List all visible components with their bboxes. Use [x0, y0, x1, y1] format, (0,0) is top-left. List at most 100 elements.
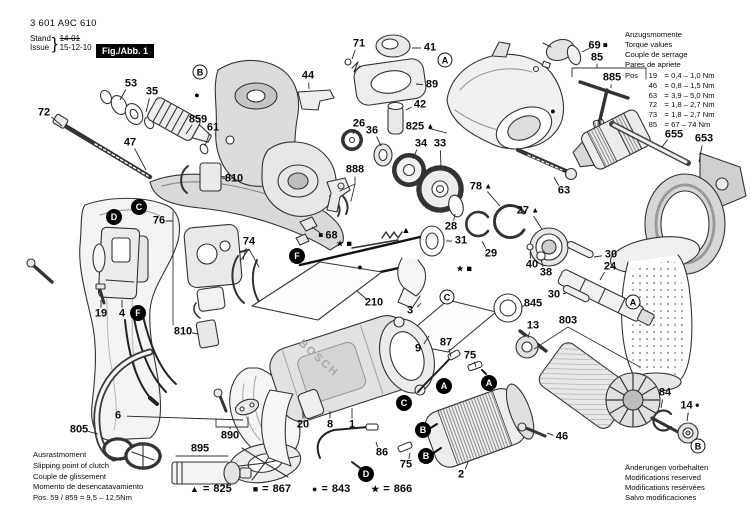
- part-46-screw: [517, 422, 547, 438]
- part-89-cover: [353, 58, 427, 106]
- part-callout-19: 19: [94, 307, 108, 320]
- reference-letter-F: F: [289, 248, 305, 264]
- torque-teq: =: [664, 80, 669, 90]
- part-69-cap: [532, 38, 582, 73]
- part-callout-53: 53: [125, 78, 137, 90]
- part-callout-26: 26: [353, 118, 365, 130]
- legend-part-number: 825: [213, 483, 232, 495]
- clutch-discs: [102, 437, 162, 470]
- part-825-gear-housing: [446, 41, 565, 150]
- part-number-label: 44: [301, 69, 315, 82]
- torque-pos-label: Pos: [625, 71, 639, 80]
- part-890-set: [213, 388, 260, 428]
- modifications-note-line: Modifications resérvées: [625, 483, 705, 492]
- clutch-note-line: Momento de desencatavamiento: [33, 482, 144, 492]
- part-callout-44: 44: [301, 69, 315, 82]
- part-36-roller: [373, 143, 393, 167]
- part-callout-68: ■ 68: [318, 229, 338, 242]
- part-number-label: 41: [423, 41, 437, 54]
- symbol-legend: ▲=825■=867●=843★=866: [190, 483, 412, 495]
- legend-equals: =: [321, 483, 328, 495]
- variant-marker: ●: [357, 262, 363, 272]
- part-callout-655: 655: [665, 129, 683, 141]
- issue-label: Issue: [30, 43, 50, 52]
- part-42-button: [387, 101, 404, 135]
- reference-letter-F: F: [130, 305, 146, 321]
- part-210-panel: [251, 261, 383, 321]
- part-number-label: 71: [352, 37, 366, 50]
- part-callout-29: 29: [484, 247, 498, 260]
- part-callout-30: 30: [548, 289, 560, 301]
- part-number-label: 76: [152, 214, 166, 227]
- part-1-motor-housing: BOSCH: [269, 315, 435, 422]
- torque-tval: 3,9 – 5,0 Nm: [671, 90, 715, 100]
- torque-teq: =: [664, 110, 669, 120]
- part-callout-38: 38: [540, 267, 552, 279]
- part-78-snap-ring: [493, 204, 526, 239]
- part-63-screw: [516, 148, 578, 181]
- part-number-label: 3: [406, 304, 414, 317]
- part-number-label: 1: [348, 418, 356, 431]
- part-callout-40: 40: [526, 259, 538, 271]
- part-callout-76: 76: [152, 214, 166, 227]
- part-number-label: 20: [296, 418, 310, 431]
- part-number-label: 61: [206, 121, 220, 134]
- torque-row: 72=1,8 – 2,7 Nm: [643, 100, 715, 110]
- part-4-switch: [92, 226, 141, 300]
- part-44-yoke: [297, 89, 335, 111]
- torque-teq: =: [664, 100, 669, 110]
- part-845-ring: [493, 293, 523, 323]
- part-number-label: 74: [242, 235, 256, 248]
- part-number-label: 8: [326, 418, 334, 431]
- legend-part-number: 843: [331, 483, 351, 495]
- callout-symbol: ■: [600, 40, 608, 50]
- brace-glyph: }: [51, 33, 58, 53]
- part-callout-9: 9: [415, 343, 421, 355]
- part-number-label: 2: [457, 468, 465, 481]
- part-number-label: 19: [94, 307, 108, 320]
- torque-row: 63 =3,9 – 5,0 Nm: [643, 90, 715, 101]
- torque-teq: =: [664, 119, 669, 129]
- part-callout-8: 8: [326, 418, 334, 431]
- document-part-number: 3 601 A9C 610: [30, 18, 97, 29]
- part-number-label: 859: [188, 113, 208, 126]
- variant-marker: ★ ■: [335, 238, 353, 249]
- part-callout-63: 63: [558, 185, 570, 197]
- part-gear-housing-shells: [214, 59, 349, 217]
- part-number-label: 75: [399, 458, 413, 471]
- variant-marker: ★ ■: [455, 263, 473, 274]
- part-handle-grip: [609, 236, 701, 392]
- reference-letter-C: C: [439, 289, 455, 305]
- part-callout-3: 3: [406, 304, 414, 317]
- reference-letter-D: D: [106, 209, 122, 225]
- part-callout-6: 6: [115, 410, 121, 422]
- torque-tval: 0,4 – 1,0 Nm: [671, 71, 715, 80]
- wire-86: [316, 423, 413, 469]
- part-number-label: 29: [484, 247, 498, 260]
- part-callout-810: 810: [174, 326, 192, 338]
- callout-symbol: ▲: [482, 181, 493, 191]
- torque-teq: =: [664, 90, 669, 100]
- reference-letter-C: C: [396, 395, 412, 411]
- part-callout-890: 890: [221, 430, 239, 442]
- part-number-label: 653: [694, 132, 714, 145]
- torque-row: 85=67 – 74 Nm: [643, 120, 714, 130]
- torque-tpos: 63: [648, 90, 658, 100]
- part-callout-42: 42: [414, 99, 426, 111]
- legend-item: ★=866: [371, 483, 412, 495]
- part-callout-28: 28: [445, 221, 457, 233]
- variant-marker: ●: [194, 90, 200, 100]
- part-callout-85: 85: [591, 52, 603, 64]
- part-callout-78: 78 ▲: [470, 181, 493, 193]
- part-number-label: 68: [325, 229, 338, 242]
- part-callout-810: 810: [225, 173, 243, 185]
- part-895-grease-tube: [171, 455, 252, 485]
- part-number-label: 30: [604, 248, 618, 261]
- legend-part-number: 866: [393, 483, 413, 495]
- part-number-label: 13: [526, 319, 540, 332]
- torque-tpos: 73: [648, 110, 658, 120]
- part-31-ring: [419, 225, 445, 257]
- reference-letter-A: A: [625, 294, 641, 310]
- part-number-label: 75: [463, 349, 477, 362]
